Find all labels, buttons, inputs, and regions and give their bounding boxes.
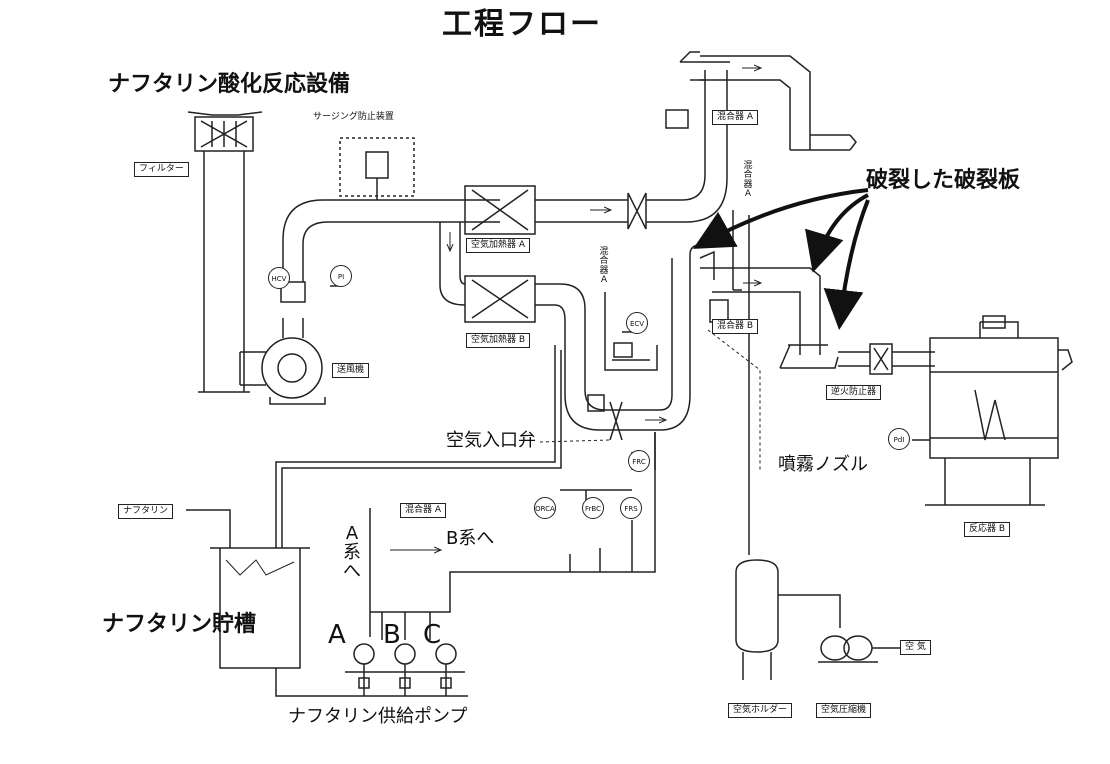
air-heater-b-label: 空気加熱器 B (466, 333, 531, 348)
reactor-b-label: 反応器 B (964, 522, 1011, 537)
frs-instrument: FRS (620, 497, 642, 519)
ecv-instrument: ECV (626, 312, 648, 334)
to-b-system-label: B系へ (446, 528, 495, 549)
mixer-a-label: 混合器 A (712, 110, 759, 125)
supply-pumps-label: ナフタリン供給ポンプ (288, 706, 468, 727)
filter-stack (187, 111, 263, 393)
pump-c-label: C (423, 620, 442, 650)
blower-label: 送風機 (332, 363, 370, 378)
air-holder-label: 空気ホルダー (728, 703, 793, 718)
mixer-a-vertical-label: 混合器A (599, 247, 609, 286)
filter-label: フィルター (134, 162, 189, 177)
air-tag: 空 気 (900, 640, 931, 655)
mixer-a-vertical-label-2: 混合器A (743, 161, 753, 200)
air-heater-a-label: 空気加熱器 A (466, 238, 531, 253)
frbc-instrument: FrBC (582, 497, 604, 519)
ruptured-disc-label: 破裂した破裂板 (866, 168, 1021, 193)
naphthalene-tank-label: ナフタリン貯槽 (102, 612, 257, 637)
naphthalene-tag: ナフタリン (118, 504, 174, 519)
pump-b-label: B (383, 620, 401, 650)
spray-nozzle-label: 噴霧ノズル (778, 454, 868, 475)
hcv-instrument: HCV (268, 267, 290, 289)
section-title: ナフタリン酸化反応設備 (108, 72, 351, 97)
surge-device-label: サージング防止装置 (313, 112, 394, 122)
pdi-instrument: PdI (888, 428, 910, 450)
air-inlet-valve-label: 空気入口弁 (446, 430, 536, 451)
flame-arrester-label: 逆火防止器 (826, 385, 882, 400)
page-title: 工程フロー (442, 7, 602, 42)
blower (239, 199, 500, 405)
orca-instrument: ORCA (534, 497, 556, 519)
mixer-a-pump-label: 混合器 A (400, 503, 447, 518)
pi-instrument: PI (330, 265, 352, 287)
mixer-b-label: 混合器 B (712, 319, 759, 334)
frc-instrument: FRC (628, 450, 650, 472)
air-compressor-label: 空気圧縮機 (816, 703, 872, 718)
to-a-system-label: A系へ (343, 523, 361, 582)
pump-a-label: A (328, 620, 346, 650)
